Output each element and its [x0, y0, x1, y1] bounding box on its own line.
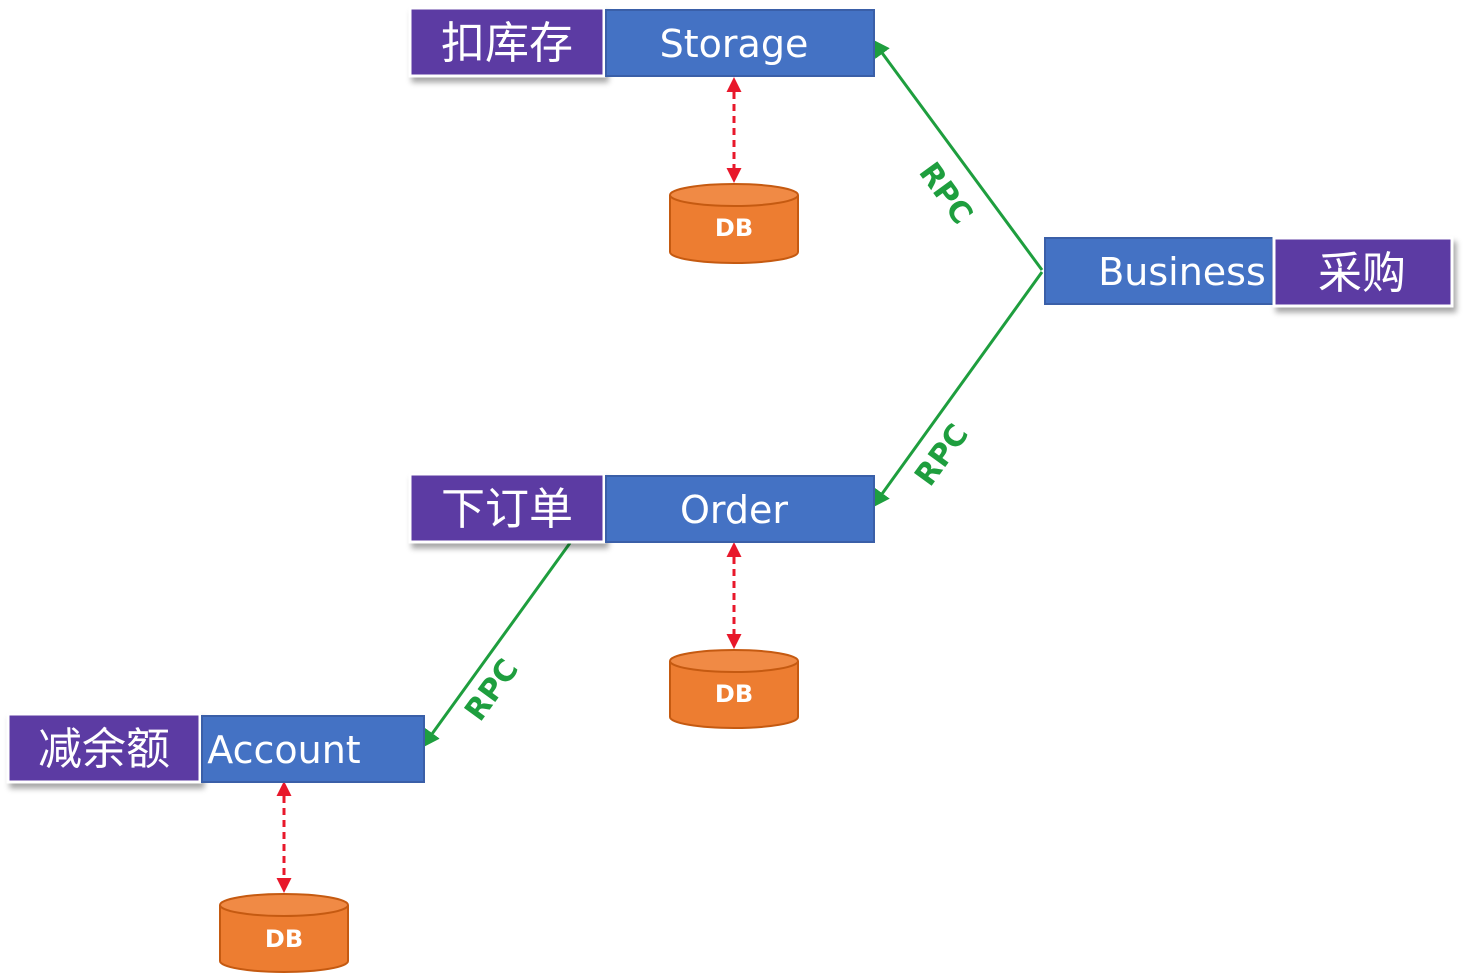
- rpc-connector-business-order: [871, 271, 1044, 508]
- order-service-group: 下订单 Order: [408, 472, 875, 544]
- storage-role-label: 扣库存: [441, 18, 573, 69]
- rpc-connector-business-storage: [871, 39, 1044, 271]
- account-service-box: [201, 715, 425, 783]
- storage-db-cylinder: DB: [669, 183, 799, 264]
- rpc-label-business-order: RPC: [908, 418, 976, 493]
- business-service-name: Business: [1098, 250, 1266, 294]
- storage-db-label: DB: [715, 214, 753, 242]
- storage-role-label-box: [408, 6, 606, 78]
- order-role-label: 下订单: [441, 484, 573, 535]
- storage-service-box: [605, 9, 875, 77]
- business-service-group: Business 采购: [1044, 236, 1454, 308]
- account-db-label: DB: [265, 925, 303, 953]
- account-role-label-box: [6, 712, 202, 784]
- order-db-label: DB: [715, 680, 753, 708]
- order-service-box: [605, 475, 875, 543]
- order-service-name: Order: [680, 488, 788, 532]
- account-service-group: 减余额 Account: [6, 712, 425, 784]
- business-role-label-box: [1272, 236, 1454, 308]
- business-role-label: 采购: [1318, 248, 1406, 299]
- account-service-name: Account: [207, 728, 360, 772]
- account-role-label: 减余额: [38, 724, 170, 775]
- account-db-cylinder: DB: [219, 893, 349, 973]
- order-role-label-box: [408, 472, 606, 544]
- storage-service-name: Storage: [660, 22, 809, 66]
- storage-service-group: 扣库存 Storage: [408, 6, 875, 78]
- business-service-box: [1044, 237, 1274, 305]
- order-db-cylinder: DB: [669, 649, 799, 729]
- rpc-label-order-account: RPC: [458, 653, 526, 728]
- rpc-label-business-storage: RPC: [912, 156, 980, 231]
- rpc-connector-order-account: [421, 542, 572, 748]
